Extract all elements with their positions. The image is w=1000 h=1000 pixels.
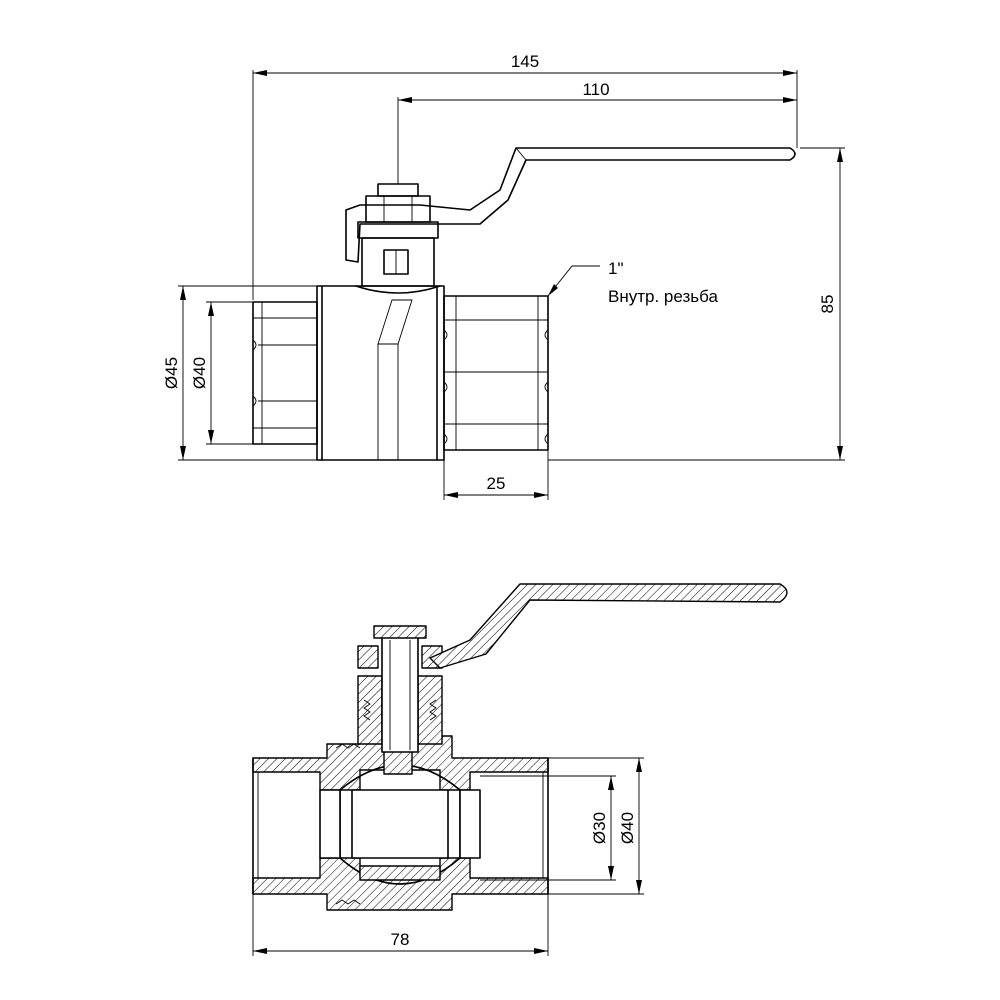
dim-section-thread-diameter: Ø40 (548, 757, 644, 895)
dim-145-label: 145 (511, 52, 539, 71)
dim-body-length: 78 (252, 894, 549, 956)
thread-callout: 1" Внутр. резьба (547, 259, 718, 306)
thread-size-label: 1" (608, 259, 624, 278)
lever-handle (345, 147, 796, 263)
dim-height: 85 (548, 147, 845, 461)
right-hex-end (443, 295, 549, 451)
dim-handle-length: 110 (397, 80, 797, 184)
dim-78-label: 78 (391, 930, 410, 949)
section-lever (429, 583, 788, 669)
dim-25-label: 25 (487, 474, 506, 493)
left-hex-end (252, 301, 318, 445)
valve-body (316, 285, 445, 461)
section-view: Ø30 Ø40 78 (252, 583, 788, 956)
dim-d45-label: Ø45 (162, 357, 181, 389)
dim-d30-label: Ø30 (590, 812, 609, 844)
dim-overall-length: 145 (252, 52, 798, 300)
dim-bore-diameter: Ø30 (480, 775, 616, 881)
exterior-view: 1" Внутр. резьба 145 110 85 (162, 52, 845, 500)
dim-d40-label: Ø40 (190, 357, 209, 389)
stem-section (335, 625, 443, 905)
dim-85-label: 85 (818, 295, 837, 314)
dim-outer-diameter: Ø45 (162, 285, 317, 461)
dim-section-d40-label: Ø40 (618, 812, 637, 844)
ball (339, 749, 461, 885)
seats (319, 789, 481, 859)
thread-type-label: Внутр. резьба (608, 287, 718, 306)
stem-assembly (357, 183, 439, 287)
dim-110-label: 110 (582, 80, 609, 99)
dim-thread-diameter: Ø40 (190, 301, 253, 445)
dim-thread-length: 25 (443, 450, 549, 500)
